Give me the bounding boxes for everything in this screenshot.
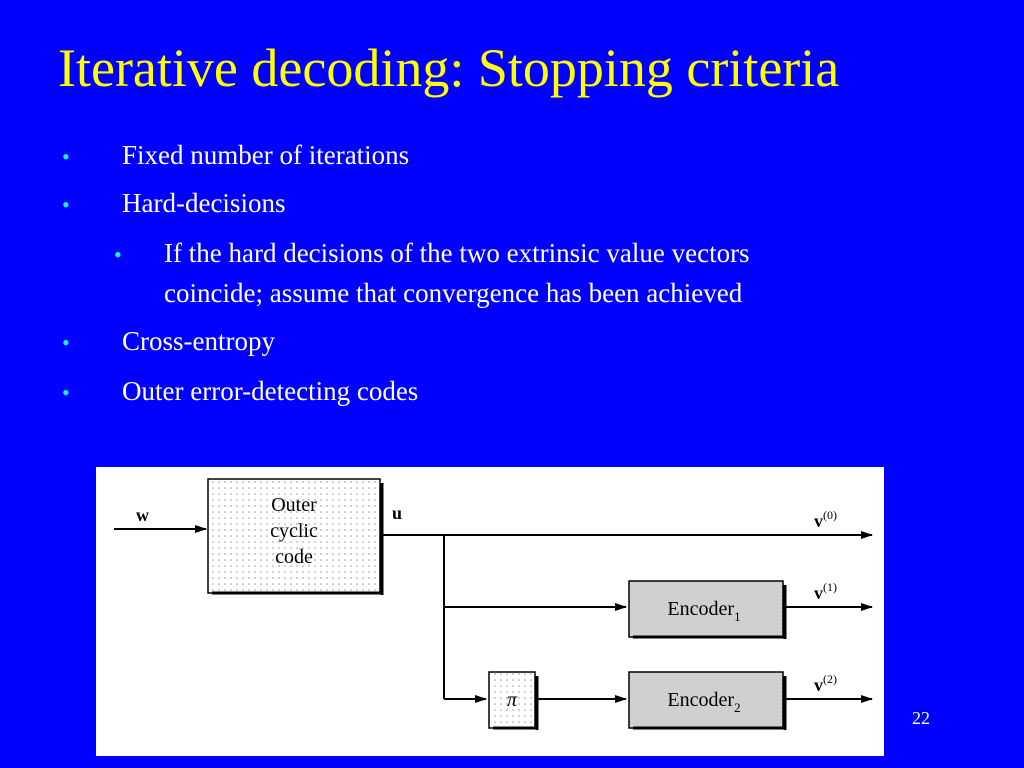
sub-bullet-item-continued: coincide; assume that convergence has be… <box>164 278 743 308</box>
outer-cyclic-code-block: Outer cyclic code <box>207 478 384 595</box>
bullet-marker: • <box>62 192 70 217</box>
encoder1-label: Encoder1 <box>667 598 740 624</box>
bullet-item: Hard-decisions <box>122 188 286 218</box>
outer-code-line: Outer <box>271 494 317 516</box>
label-w: w <box>136 505 149 525</box>
interleaver-pi-label: π <box>507 689 518 711</box>
sub-bullet-item: If the hard decisions of the two extrins… <box>164 238 750 268</box>
interleaver-block: π <box>488 671 539 730</box>
encoder2-block: Encoder2 <box>628 671 787 730</box>
label-v2: v(2) <box>814 672 837 695</box>
label-u: u <box>392 503 402 523</box>
outer-code-line: code <box>275 546 313 568</box>
turbo-encoder-diagram: w Outer cyclic code u v(0) <box>96 467 884 756</box>
bullet-marker: • <box>62 380 70 405</box>
encoder2-label: Encoder2 <box>667 689 740 715</box>
outer-code-line: cyclic <box>270 520 318 542</box>
label-v1: v(1) <box>814 580 837 603</box>
bullet-marker: • <box>62 330 70 355</box>
slide-title: Iterative decoding: Stopping criteria <box>58 38 840 98</box>
bullet-item: Cross-entropy <box>122 326 275 356</box>
encoder1-block: Encoder1 <box>628 580 787 639</box>
bullet-item: Fixed number of iterations <box>122 140 410 170</box>
label-v0: v(0) <box>814 508 837 531</box>
bullet-marker: • <box>62 144 70 169</box>
sub-bullet-marker: • <box>114 242 122 267</box>
page-number: 22 <box>912 708 930 728</box>
bullet-item: Outer error-detecting codes <box>122 376 419 406</box>
